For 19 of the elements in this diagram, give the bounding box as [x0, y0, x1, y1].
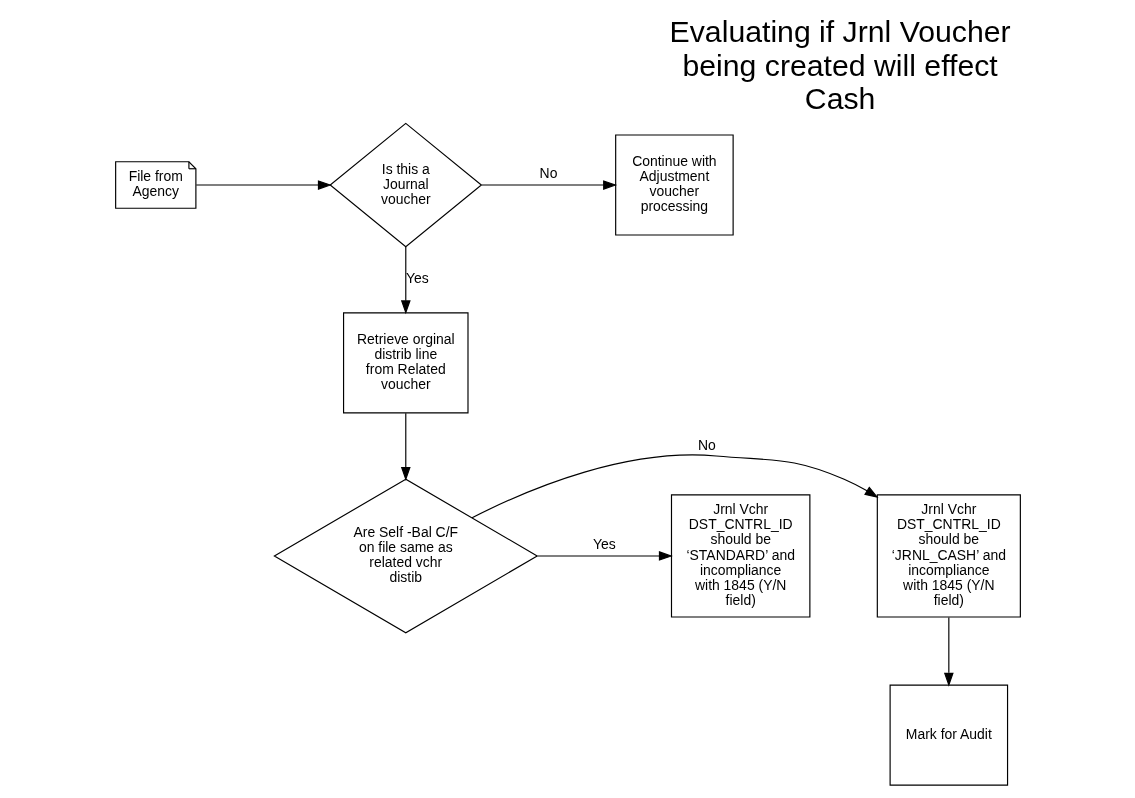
node-box: Continue with Adjustment voucher processing — [614, 134, 734, 236]
edge-label: Yes — [592, 535, 616, 552]
node-box: Jrnl Vchr DST_CNTRL_ID should be ‘STANDARD’ and incompliance with 1845 (Y/N field) — [670, 494, 810, 618]
node-box: Mark for Audit — [889, 684, 1008, 786]
arrow — [943, 616, 954, 687]
node-diamond: Is this a Journal voucher — [328, 122, 482, 248]
arrow — [536, 551, 673, 561]
edge-label: No — [697, 436, 716, 453]
node-box: Retrieve orginal distrib line from Related voucher — [342, 312, 469, 414]
node-diamond: Are Self -Bal C/F on file same as related vchr distib — [272, 478, 538, 634]
arrow — [400, 246, 411, 315]
arrow — [480, 180, 617, 190]
edge-label: No — [539, 164, 557, 181]
arrow — [400, 412, 411, 481]
diagram-title: Evaluating if Jrnl Voucher being created will effect Cash — [669, 14, 1011, 116]
edge-label: Yes — [405, 270, 429, 287]
arrow — [471, 454, 879, 519]
node-box: Jrnl Vchr DST_CNTRL_ID should be ‘JRNL_CASH’ and incompliance with 1845 (Y/N field) — [876, 494, 1021, 618]
arrow — [195, 180, 332, 190]
